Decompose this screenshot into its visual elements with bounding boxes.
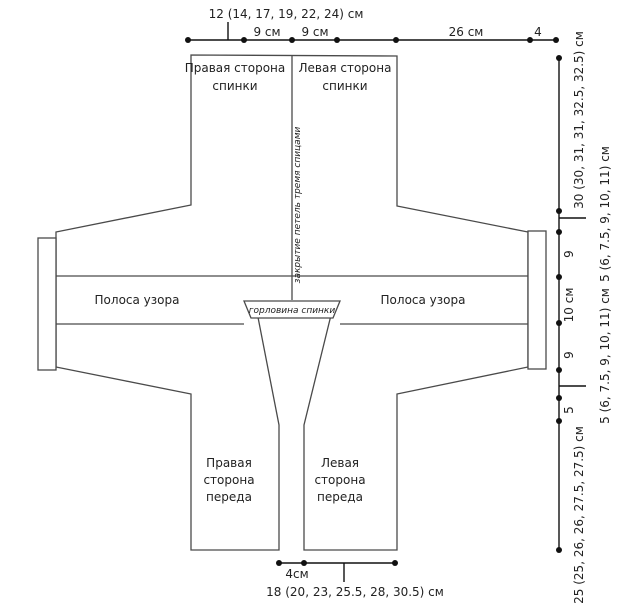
right-back-label-line2: спинки bbox=[212, 79, 257, 93]
left-front-label-line3: переда bbox=[317, 490, 363, 504]
cuff-width-dimension: 4 bbox=[534, 25, 542, 39]
right-front-label-line1: Правая bbox=[206, 456, 252, 470]
pattern-label-left: Полоса узора bbox=[95, 293, 180, 307]
upper-arm-dimension: 5 (6, 7.5, 9, 10, 11) см bbox=[598, 146, 612, 282]
front-height-dimension: 25 (25, 26, 26, 27.5, 27.5) см bbox=[572, 426, 586, 604]
left-front-label-line1: Левая bbox=[321, 456, 359, 470]
lower-5-dimension: 5 bbox=[562, 406, 576, 414]
sleeve-length-dimension: 26 см bbox=[449, 25, 484, 39]
bottom-total-dimension: 18 (20, 23, 25.5, 28, 30.5) см bbox=[266, 585, 444, 599]
top-half-right-dimension: 9 см bbox=[301, 25, 328, 39]
pattern-label-right: Полоса узора bbox=[381, 293, 466, 307]
back-height-dimension: 30 (30, 31, 31, 32.5, 32.5) см bbox=[572, 31, 586, 209]
right-front-label-line3: переда bbox=[206, 490, 252, 504]
left-back-label-line1: Левая сторона bbox=[299, 61, 392, 75]
left-back-label-line2: спинки bbox=[322, 79, 367, 93]
bottom-gap-dimension: 4см bbox=[285, 567, 308, 581]
left-cuff bbox=[37, 237, 57, 371]
top-half-left-dimension: 9 см bbox=[253, 25, 280, 39]
neckline-label: горловина спинки bbox=[249, 306, 336, 316]
left-front-label-line2: сторона bbox=[314, 473, 365, 487]
right-cuff bbox=[527, 230, 547, 370]
bottom-dimension bbox=[276, 560, 398, 582]
top-total-dimension: 12 (14, 17, 19, 22, 24) см bbox=[209, 7, 364, 21]
band-top-dimension: 9 bbox=[562, 250, 576, 258]
right-back-label-line1: Правая сторона bbox=[185, 61, 286, 75]
top-dimension bbox=[185, 22, 559, 43]
band-bottom-dimension: 9 bbox=[562, 351, 576, 359]
lower-arm-dimension: 5 (6, 7.5, 9, 10, 11) см bbox=[598, 288, 612, 424]
right-vertical-dimension bbox=[556, 55, 586, 553]
bind-off-label: закрытие петель тремя спицами bbox=[293, 127, 303, 284]
garment-outline bbox=[37, 54, 547, 551]
band-mid-dimension: 10 см bbox=[562, 288, 576, 323]
neckline-box bbox=[243, 300, 341, 319]
right-front-label-line2: сторона bbox=[203, 473, 254, 487]
